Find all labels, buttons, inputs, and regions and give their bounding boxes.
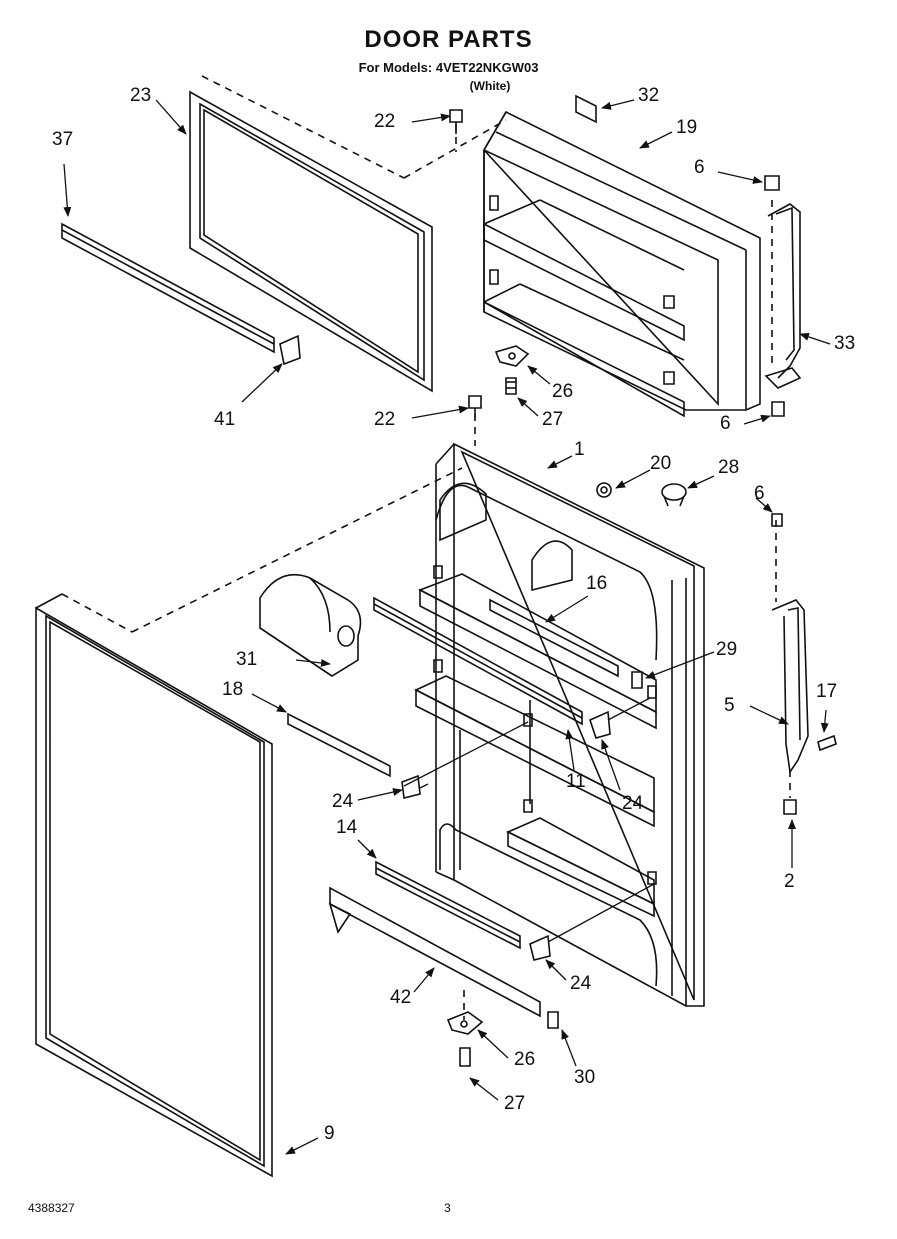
shelf-bracket-right bbox=[590, 712, 610, 738]
callout-31: 31 bbox=[236, 649, 258, 670]
cap-30 bbox=[548, 1012, 558, 1028]
callout-5: 5 bbox=[724, 695, 735, 716]
lower-trim-strip bbox=[330, 888, 540, 1016]
freezer-door-gasket bbox=[190, 92, 432, 391]
lower-hinge-assembly bbox=[448, 1012, 482, 1066]
refrigerator-door-handle bbox=[772, 514, 836, 814]
callout-42: 42 bbox=[390, 987, 412, 1008]
trim-end-cap bbox=[280, 336, 300, 364]
callout-16: 16 bbox=[586, 573, 608, 594]
freezer-door bbox=[484, 96, 760, 416]
shelf-bracket-left bbox=[402, 776, 420, 798]
callout-20: 20 bbox=[650, 453, 672, 474]
callout-6-lower: 6 bbox=[754, 483, 765, 504]
callout-28: 28 bbox=[718, 457, 740, 478]
callout-26-upper: 26 bbox=[552, 381, 574, 402]
callout-26-lower: 26 bbox=[514, 1049, 536, 1070]
callout-41: 41 bbox=[214, 409, 236, 430]
doc-number: 4388327 bbox=[28, 1201, 75, 1215]
dairy-bar bbox=[490, 600, 618, 676]
door-clip bbox=[632, 672, 642, 688]
freezer-trim-strip bbox=[62, 224, 274, 352]
callout-9: 9 bbox=[324, 1123, 335, 1144]
callout-32: 32 bbox=[638, 85, 660, 106]
color-line: (White) bbox=[469, 79, 511, 93]
callout-19: 19 bbox=[676, 117, 698, 138]
callout-27-lower: 27 bbox=[504, 1093, 526, 1114]
page-title: DOOR PARTS bbox=[364, 26, 533, 53]
callout-27-upper: 27 bbox=[542, 409, 564, 430]
callout-22-lower: 22 bbox=[374, 409, 396, 430]
refrigerator-door bbox=[416, 444, 704, 1006]
freezer-hinge-assembly bbox=[496, 346, 528, 394]
alignment-lines bbox=[62, 76, 790, 1020]
leader-arrows bbox=[63, 99, 831, 1155]
shelf-bar-small bbox=[288, 714, 390, 776]
callout-2: 2 bbox=[784, 871, 795, 892]
callout-30: 30 bbox=[574, 1067, 596, 1088]
callout-24-left: 24 bbox=[332, 791, 354, 812]
callout-6-mid: 6 bbox=[720, 413, 731, 434]
shelf-bar-upper bbox=[374, 598, 582, 724]
callout-22-upper: 22 bbox=[374, 111, 396, 132]
cap-28 bbox=[662, 484, 686, 506]
callout-11: 11 bbox=[566, 771, 586, 792]
callout-33: 33 bbox=[834, 333, 856, 354]
lower-shelf-bar bbox=[376, 862, 520, 948]
callout-23: 23 bbox=[130, 85, 152, 106]
page-number: 3 bbox=[444, 1201, 451, 1215]
callout-14: 14 bbox=[336, 817, 358, 838]
callout-1: 1 bbox=[574, 439, 585, 460]
callout-24-lower: 24 bbox=[570, 973, 592, 994]
callout-37: 37 bbox=[52, 129, 74, 150]
door-screws bbox=[450, 110, 481, 418]
callout-18: 18 bbox=[222, 679, 244, 700]
callout-29: 29 bbox=[716, 639, 738, 660]
callout-17: 17 bbox=[816, 681, 838, 702]
callout-6-top: 6 bbox=[694, 157, 705, 178]
model-line: For Models: 4VET22NKGW03 bbox=[358, 60, 539, 75]
refrigerator-door-gasket bbox=[36, 594, 272, 1176]
callout-24-right: 24 bbox=[622, 793, 644, 814]
freezer-door-handle bbox=[765, 176, 800, 416]
plug-20 bbox=[597, 483, 611, 497]
shelf-bracket-lower bbox=[530, 936, 550, 960]
dairy-compartment bbox=[260, 575, 360, 676]
